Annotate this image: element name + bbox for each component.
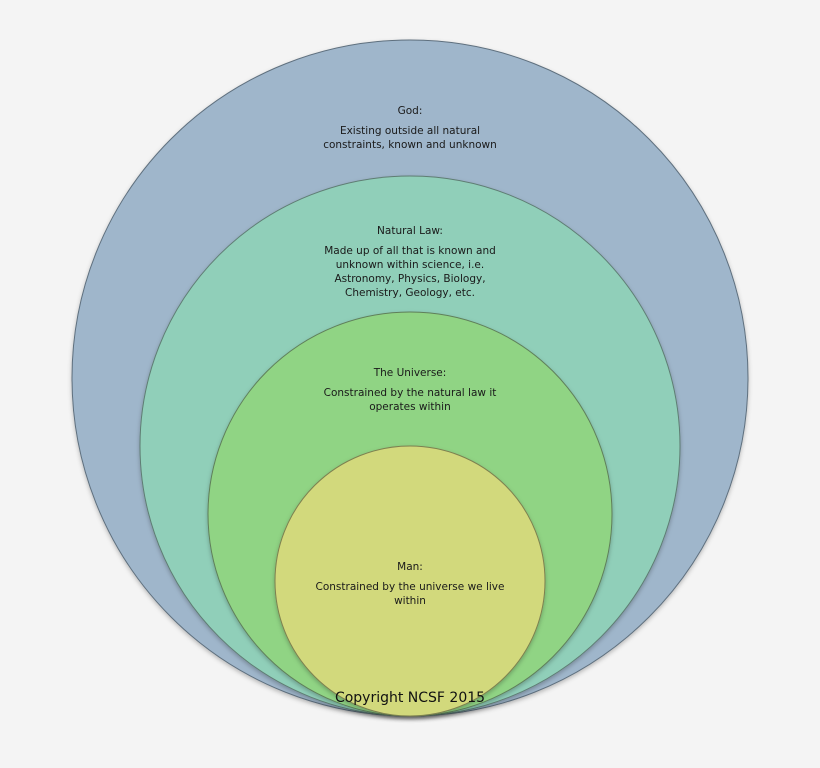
universe-description: Constrained by the natural law it operat…	[323, 387, 497, 413]
natural-law-heading: Natural Law:	[377, 225, 443, 237]
god-label: God: Existing outside all natural constr…	[310, 104, 510, 152]
man-description: Constrained by the universe we live with…	[315, 581, 505, 607]
copyright-text: Copyright NCSF 2015	[334, 690, 486, 706]
universe-label: The Universe: Constrained by the natural…	[320, 366, 500, 414]
man-heading: Man:	[397, 561, 423, 573]
god-heading: God:	[397, 105, 423, 117]
man-label: Man: Constrained by the universe we live…	[315, 560, 505, 608]
universe-heading: The Universe:	[373, 367, 447, 379]
natural-law-label: Natural Law: Made up of all that is know…	[320, 224, 500, 300]
man-circle	[274, 445, 546, 717]
god-description: Existing outside all natural constraints…	[323, 125, 497, 151]
natural-law-description: Made up of all that is known and unknown…	[324, 245, 496, 299]
